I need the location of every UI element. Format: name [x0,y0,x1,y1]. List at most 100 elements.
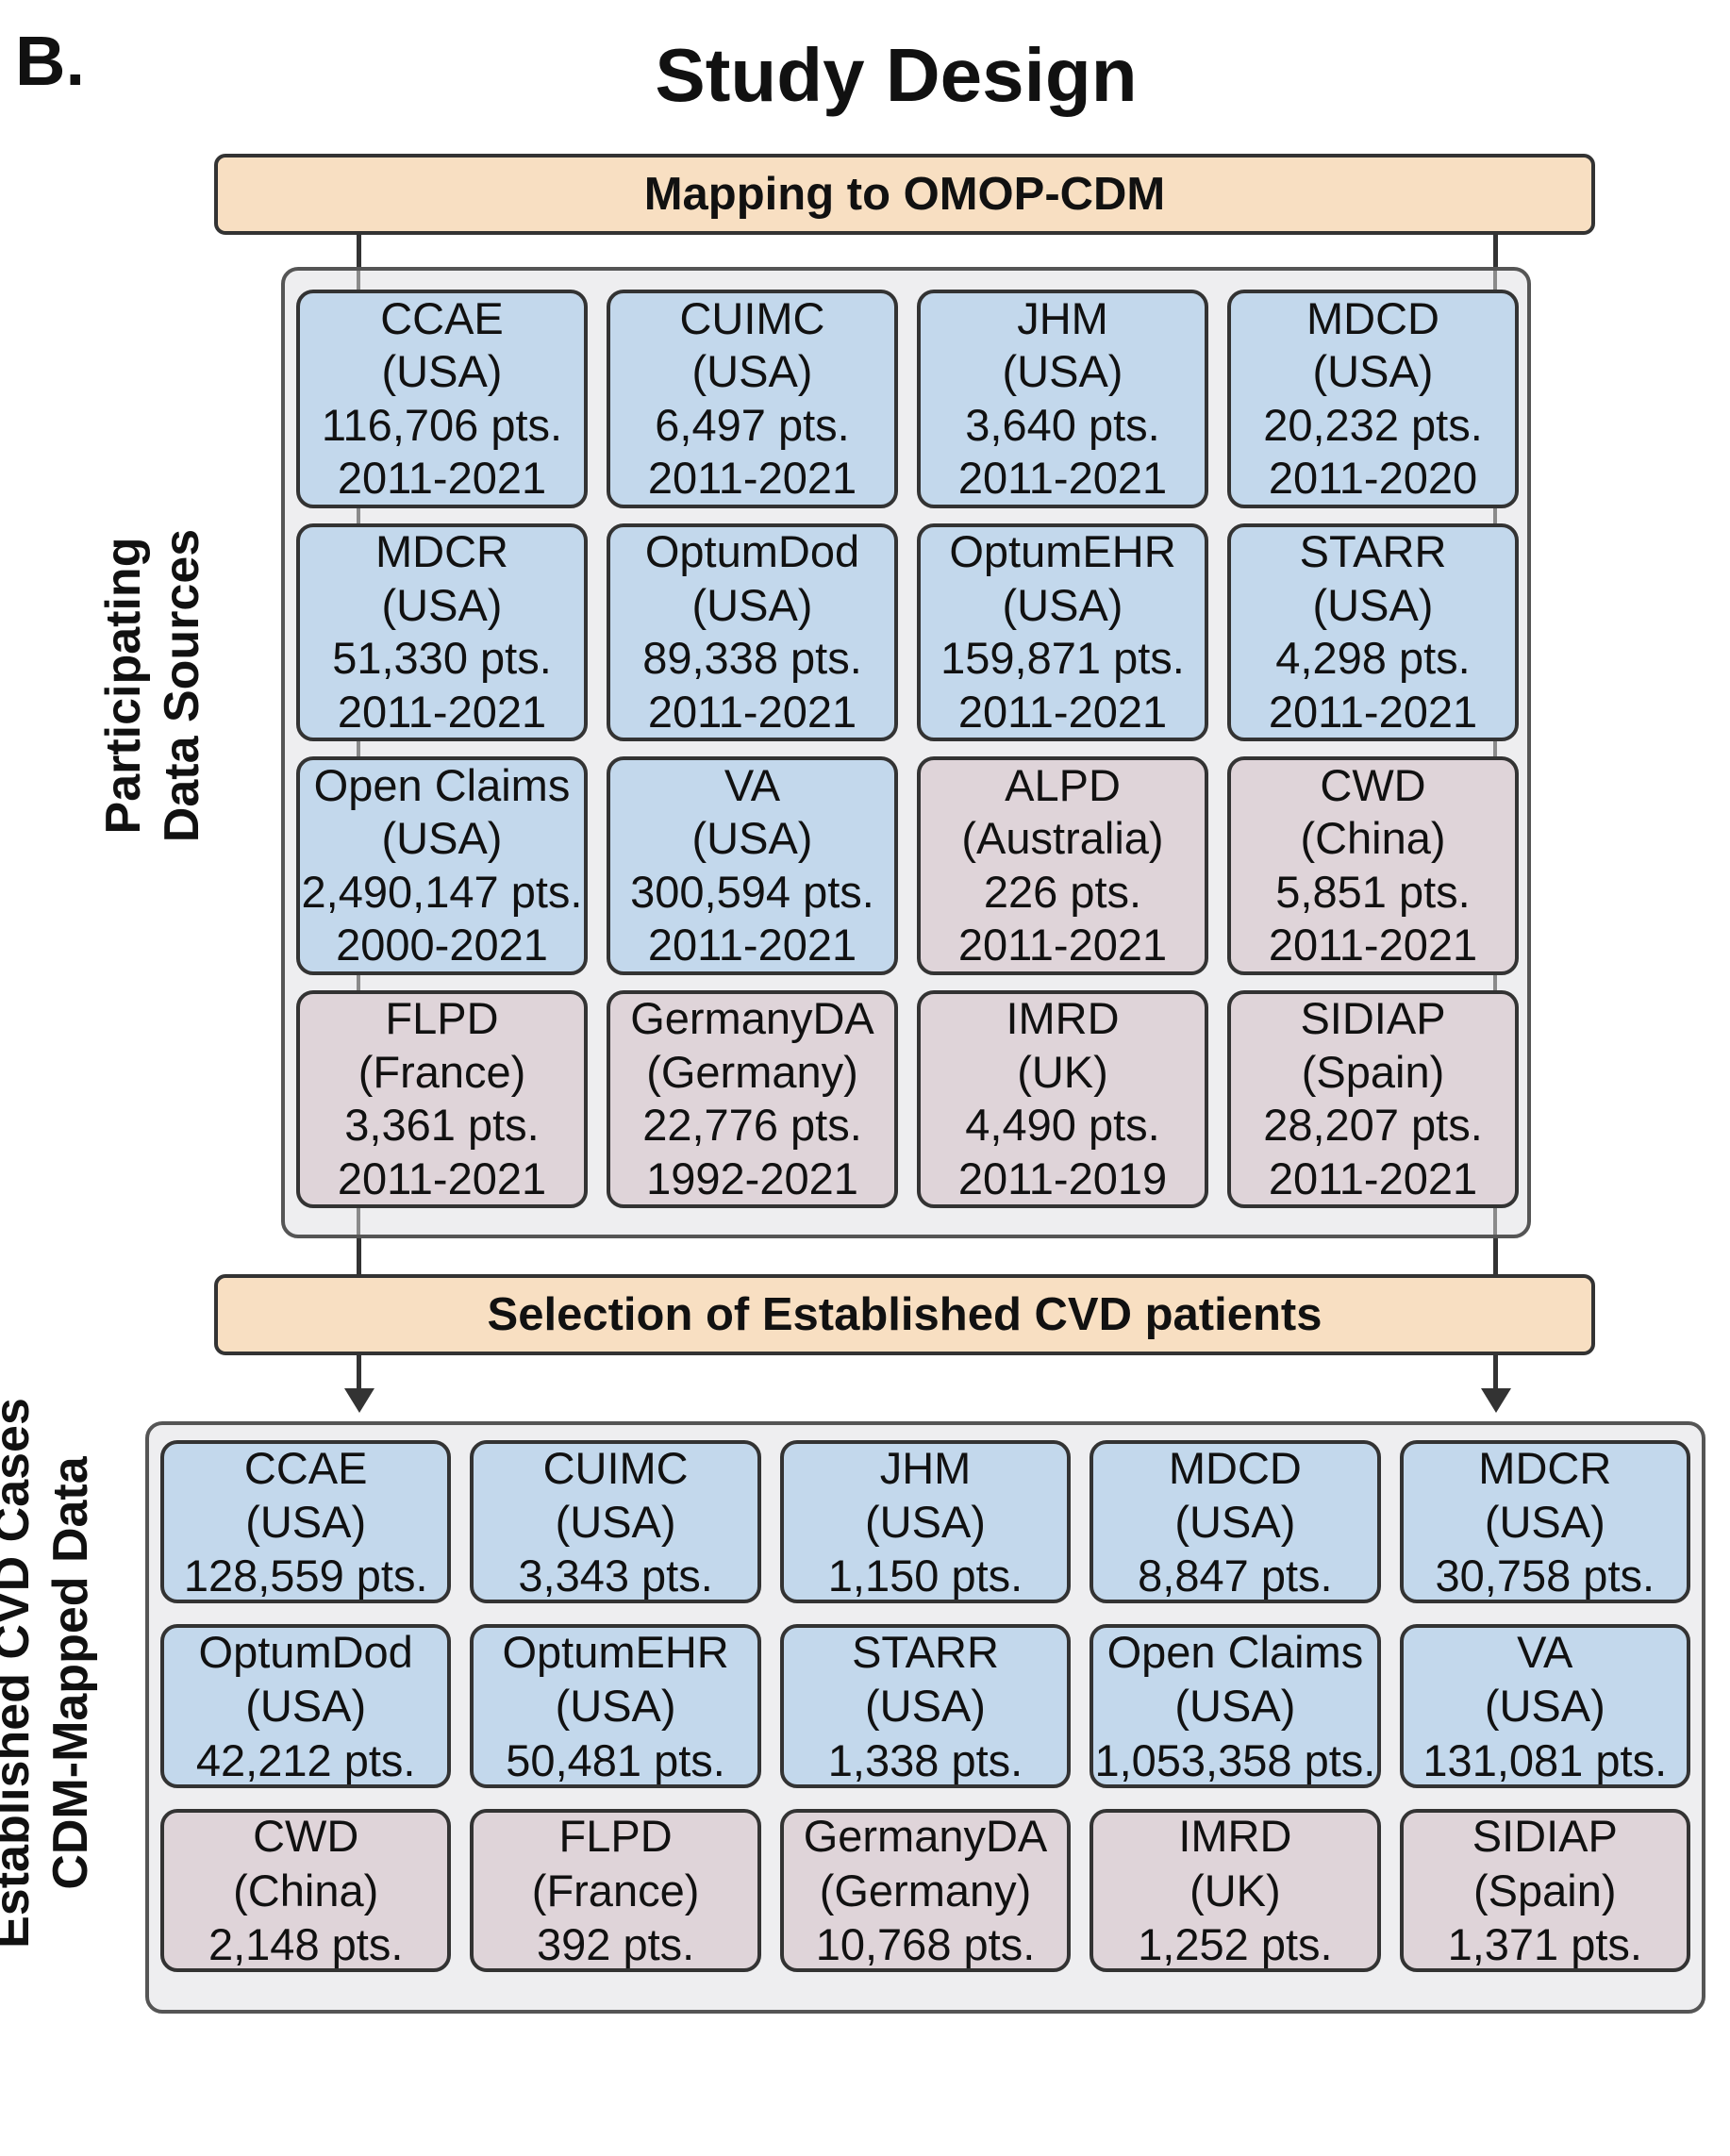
card-country: (USA) [1312,346,1434,397]
figure-title: Study Design [655,33,1138,117]
card-years: 2011-2021 [1268,1153,1478,1203]
cvd-card-optumdod: OptumDod(USA)42,212 pts. [160,1624,452,1788]
card-country: (Germany) [819,1865,1032,1916]
side-label-line: Participating [96,537,151,835]
card-years: 2011-2021 [957,686,1168,737]
card-country: (USA) [1484,1497,1605,1547]
card-name: VA [724,759,781,810]
source-card-alpd: ALPD(Australia)226 pts.2011-2021 [917,756,1208,975]
card-patients: 1,371 pts. [1447,1918,1642,1969]
card-name: MDCD [1306,292,1439,343]
source-card-cwd: CWD(China)5,851 pts.2011-2021 [1227,756,1519,975]
card-patients: 226 pts. [983,866,1142,917]
card-years: 2011-2021 [337,1153,547,1203]
card-name: MDCD [1168,1442,1302,1493]
card-country: (USA) [245,1681,367,1732]
card-name: CCAE [380,292,504,343]
card-years: 2011-2021 [647,453,857,504]
card-name: GermanyDA [630,993,874,1044]
card-country: (France) [531,1865,700,1916]
card-patients: 1,338 pts. [827,1734,1023,1785]
card-name: GermanyDA [803,1811,1048,1862]
side-label-line: Established CVD Cases [0,1398,40,1949]
card-patients: 5,851 pts. [1275,866,1471,917]
card-years: 2011-2021 [337,686,547,737]
card-years: 2011-2019 [957,1153,1168,1203]
card-country: (USA) [555,1681,676,1732]
card-patients: 159,871 pts. [940,633,1185,684]
card-years: 2011-2021 [1268,920,1478,970]
card-years: 2011-2021 [647,920,857,970]
card-country: (USA) [381,579,503,630]
card-name: OptumDod [644,526,860,577]
card-patients: 131,081 pts. [1422,1734,1668,1785]
card-patients: 4,490 pts. [965,1100,1160,1151]
card-name: CWD [253,1811,359,1862]
connector-line-right-top [1493,235,1498,269]
card-patients: 89,338 pts. [642,633,862,684]
card-name: Open Claims [1106,1627,1364,1677]
card-patients: 10,768 pts. [815,1918,1036,1969]
source-card-germanyda: GermanyDA(Germany)22,776 pts.1992-2021 [607,989,898,1208]
card-name: OptumEHR [502,1627,729,1677]
card-name: OptumDod [198,1627,413,1677]
source-card-cuimc: CUIMC(USA)6,497 pts.2011-2021 [607,290,898,508]
source-card-optumdod: OptumDod(USA)89,338 pts.2011-2021 [607,522,898,741]
selection-bar: Selection of Established CVD patients [214,1274,1595,1355]
cvd-card-cwd: CWD(China)2,148 pts. [160,1808,452,1972]
cvd-card-open-claims: Open Claims(USA)1,053,358 pts. [1090,1624,1381,1788]
source-card-open-claims: Open Claims(USA)2,490,147 pts.2000-2021 [296,756,588,975]
card-name: CUIMC [679,292,825,343]
cvd-card-mdcr: MDCR(USA)30,758 pts. [1399,1440,1690,1604]
card-name: STARR [1299,526,1447,577]
card-patients: 1,252 pts. [1138,1918,1333,1969]
card-name: FLPD [558,1811,673,1862]
card-years: 2011-2021 [957,920,1168,970]
card-years: 2011-2021 [647,686,857,737]
cvd-card-starr: STARR(USA)1,338 pts. [779,1624,1072,1788]
card-name: SIDIAP [1472,1811,1618,1862]
card-country: (USA) [691,346,813,397]
card-country: (USA) [1174,1681,1296,1732]
card-name: OptumEHR [949,526,1176,577]
arrow-shaft-left [357,1355,361,1391]
card-years: 2011-2021 [1268,686,1478,737]
card-patients: 28,207 pts. [1263,1100,1483,1151]
card-patients: 6,497 pts. [655,399,850,450]
card-name: CCAE [243,1442,368,1493]
card-name: JHM [879,1442,972,1493]
card-country: (USA) [1484,1681,1605,1732]
cvd-card-sidiap: SIDIAP(Spain)1,371 pts. [1399,1808,1690,1972]
connector-line-right-faint [1493,271,1497,1235]
cvd-card-germanyda: GermanyDA(Germany)10,768 pts. [779,1808,1072,1972]
panel-letter: B. [15,22,85,100]
card-patients: 3,640 pts. [965,399,1160,450]
card-country: (USA) [1002,579,1123,630]
card-country: (USA) [1002,346,1123,397]
connector-line-left-faint [357,271,360,1235]
card-country: (China) [233,1865,379,1916]
card-patients: 8,847 pts. [1138,1551,1333,1601]
cvd-card-jhm: JHM(USA)1,150 pts. [779,1440,1072,1604]
cvd-card-cuimc: CUIMC(USA)3,343 pts. [470,1440,761,1604]
card-country: (China) [1300,813,1446,864]
card-patients: 2,148 pts. [208,1918,404,1969]
card-name: IMRD [1178,1811,1292,1862]
card-name: STARR [852,1627,999,1677]
source-card-flpd: FLPD(France)3,361 pts.2011-2021 [296,989,588,1208]
source-card-starr: STARR(USA)4,298 pts.2011-2021 [1227,522,1519,741]
cvd-card-mdcd: MDCD(USA)8,847 pts. [1090,1440,1381,1604]
card-country: (UK) [1017,1046,1108,1097]
cvd-card-ccae: CCAE(USA)128,559 pts. [160,1440,452,1604]
card-name: VA [1517,1627,1573,1677]
card-patients: 20,232 pts. [1263,399,1483,450]
card-years: 2011-2021 [337,453,547,504]
card-country: (USA) [691,579,813,630]
cvd-card-flpd: FLPD(France)392 pts. [470,1808,761,1972]
side-label-line: CDM-Mapped Data [43,1456,99,1890]
established-cvd-label: Established CVD Cases CDM-Mapped Data [0,1390,111,1956]
card-patients: 1,053,358 pts. [1094,1734,1376,1785]
card-patients: 4,298 pts. [1275,633,1471,684]
card-country: (Spain) [1301,1046,1445,1097]
